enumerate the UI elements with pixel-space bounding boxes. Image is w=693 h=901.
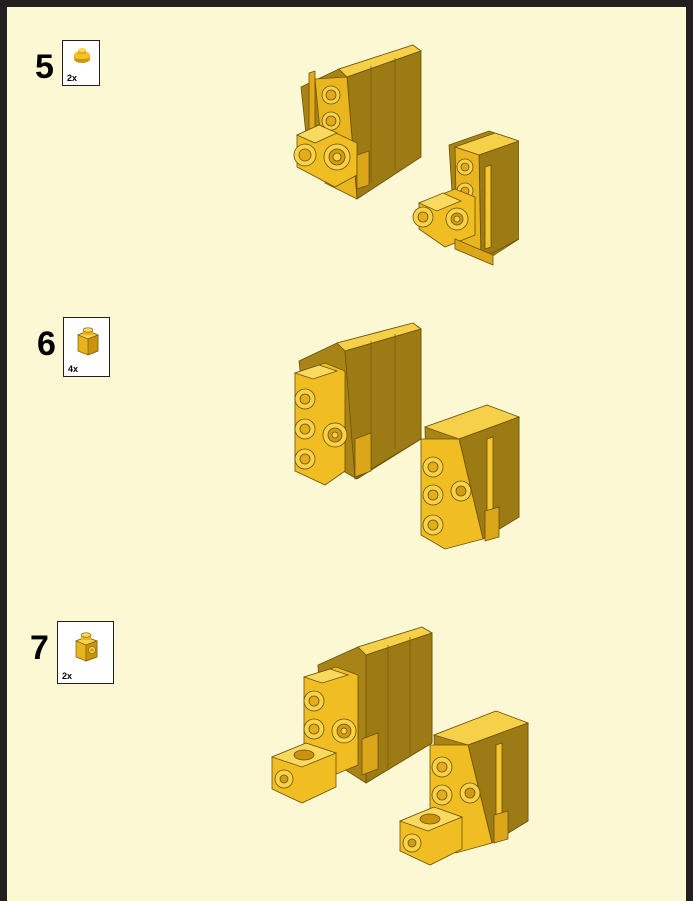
round-plate-icon — [73, 47, 91, 67]
step-7-build — [262, 625, 532, 870]
part-quantity: 2x — [62, 671, 72, 681]
part-quantity: 4x — [68, 364, 78, 374]
step-5-build — [279, 43, 519, 273]
left-assembly — [272, 627, 432, 803]
step-number: 5 — [35, 50, 54, 84]
brick-1x1-icon — [76, 325, 100, 357]
parts-callout: 2x — [62, 40, 100, 86]
parts-callout: 2x — [57, 621, 114, 684]
step-6-build — [279, 321, 524, 556]
left-assembly — [295, 323, 421, 485]
step-number: 7 — [30, 631, 49, 665]
part-quantity: 2x — [67, 73, 77, 83]
step-number: 6 — [37, 327, 56, 361]
right-assembly — [413, 131, 519, 265]
right-assembly — [421, 405, 519, 549]
left-assembly — [294, 45, 421, 199]
brick-with-side-stud-icon — [73, 630, 101, 664]
parts-callout: 4x — [63, 317, 110, 377]
